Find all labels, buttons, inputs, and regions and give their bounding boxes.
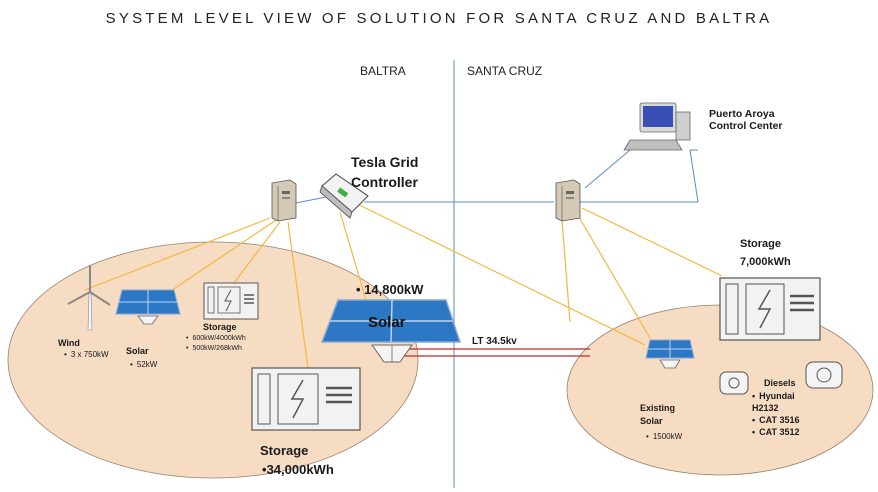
server-icon-baltra	[271, 179, 297, 222]
solar-small-spec: 52kW	[130, 360, 157, 369]
controller-device-icon	[319, 173, 369, 219]
storage-small-specs: 600kW/4000kWh 500kW/268kWh	[186, 334, 245, 354]
wind-turbine-icon	[67, 265, 111, 331]
control-center-label: Puerto Aroya Control Center	[709, 108, 783, 132]
page-title: SYSTEM LEVEL VIEW OF SOLUTION FOR SANTA …	[105, 10, 773, 27]
solar-panel-icon-existing	[645, 339, 695, 369]
diesels-list: Hyundai H2132 CAT 3516 CAT 3512	[752, 390, 800, 438]
transmission-link	[398, 348, 590, 357]
diesel-generator-icon	[719, 361, 843, 395]
comm-lines	[295, 149, 699, 204]
storage-small-label: Storage	[203, 322, 237, 332]
solar-small-label: Solar	[126, 346, 149, 356]
baltra-island	[7, 241, 419, 479]
wind-spec: 3 x 750kW	[64, 350, 109, 359]
storage-large-capacity: •34,000kWh	[262, 462, 334, 477]
existing-solar-label: Existing Solar	[640, 403, 676, 426]
region-label-baltra: BALTRA	[360, 64, 406, 78]
battery-storage-icon-small	[203, 282, 259, 320]
desktop-computer-icon	[623, 102, 691, 151]
grid-controller-label: Tesla Grid Controller	[351, 154, 419, 190]
storage-santa-cruz-label: Storage	[740, 238, 781, 250]
link-label: LT 34.5kv	[472, 336, 517, 347]
storage-santa-cruz-capacity: 7,000kWh	[740, 256, 791, 268]
existing-solar-spec: 1500kW	[646, 432, 682, 441]
battery-storage-icon-large	[251, 367, 361, 431]
control-lines	[84, 197, 723, 369]
solar-panel-text: Solar	[368, 314, 406, 331]
diesels-label: Diesels	[764, 378, 796, 388]
wind-label: Wind	[58, 338, 80, 348]
region-label-santa-cruz: SANTA CRUZ	[467, 64, 543, 78]
storage-large-label: Storage	[260, 443, 309, 458]
solar-panel-icon-small	[115, 289, 181, 325]
battery-storage-icon-santa-cruz	[719, 277, 821, 341]
solar-capacity-label: • 14,800kW	[356, 282, 424, 297]
server-icon-santa-cruz	[555, 179, 581, 222]
solar-panel-icon-large	[320, 299, 462, 363]
